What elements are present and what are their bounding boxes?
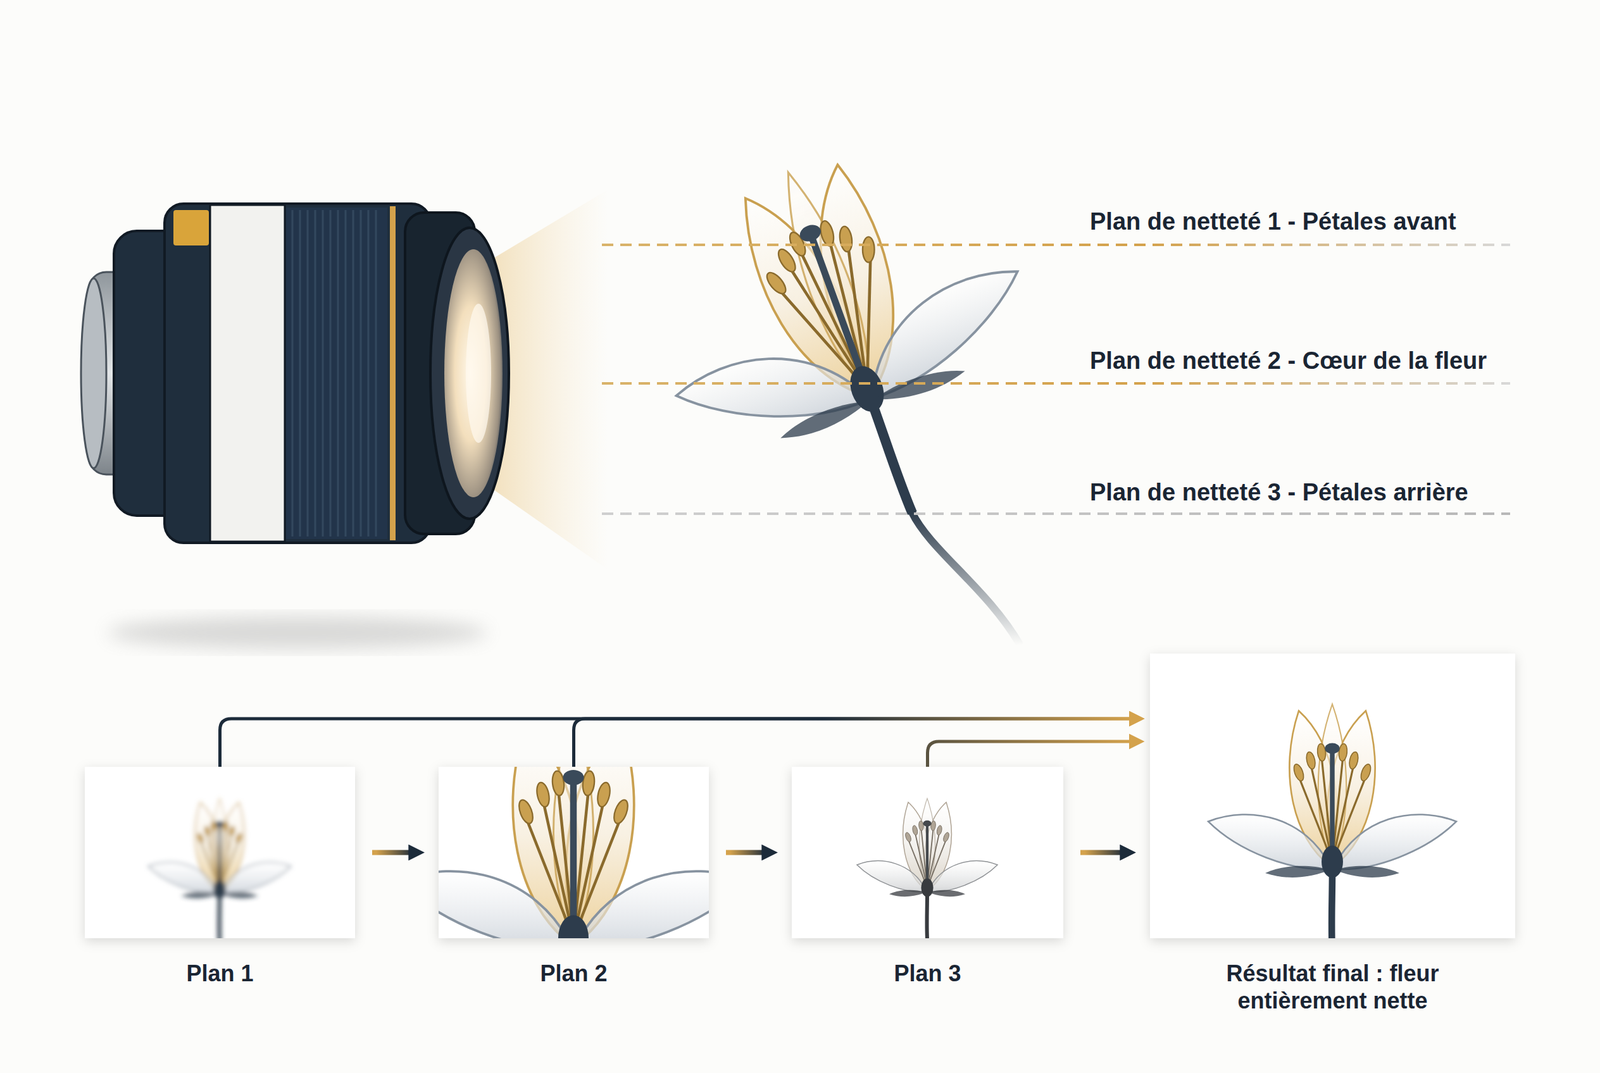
step-arrow (725, 850, 767, 856)
focus-plane-label: Plan de netteté 2 - Cœur de la fleur (1089, 346, 1487, 376)
camera-lens (389, 206, 396, 541)
focus-plane-line (601, 512, 1511, 516)
flower-illustration (617, 110, 1083, 576)
panel-caption: Plan 3 (791, 960, 1064, 988)
focus-plane-line (601, 243, 1511, 247)
focus-plane-label: Plan de netteté 1 - Pétales avant (1089, 207, 1457, 237)
panel-image (84, 653, 1516, 1067)
panel-frame (1150, 653, 1516, 939)
camera-lens (367, 210, 370, 537)
camera-lens (322, 210, 325, 537)
camera-lens (344, 210, 347, 537)
focus-plane-label: Plan de netteté 3 - Pétales arrière (1089, 478, 1469, 508)
merge-arrow (927, 741, 1135, 768)
panel-image (856, 798, 998, 939)
focus-plane-line (601, 382, 1511, 385)
camera-lens (375, 210, 378, 537)
camera-lens (81, 203, 509, 544)
panel-image (148, 798, 292, 939)
panel-image (856, 798, 998, 939)
camera-lens (173, 210, 209, 246)
step-arrow (1080, 850, 1125, 856)
camera-lens (292, 210, 376, 537)
camera-lens (329, 210, 332, 537)
panel-image (856, 798, 998, 939)
panel-caption: Résultat final : fleur entièrement nette (1174, 960, 1492, 1015)
camera-lens (81, 278, 107, 469)
focus-plane-line (601, 244, 1511, 514)
flower-illustration (912, 512, 1021, 646)
merge-arrow (220, 718, 1135, 768)
image-panel: Plan 1 (84, 767, 356, 988)
camera-lens (430, 227, 509, 519)
panel-frame (438, 767, 709, 939)
panel-image (1208, 704, 1457, 939)
camera-lens (337, 210, 340, 537)
camera-lens (210, 205, 285, 542)
camera-lens (291, 210, 294, 537)
camera-lens (306, 210, 309, 537)
panel-frame (84, 767, 356, 939)
camera-lens (465, 303, 492, 444)
panel-image (148, 798, 292, 939)
flower-illustration (617, 110, 1083, 576)
panel-image (438, 767, 709, 939)
camera-lens (352, 210, 355, 537)
camera-lens (299, 210, 302, 537)
flower-illustration (617, 110, 1083, 646)
camera-lens (444, 249, 503, 498)
camera-lens (360, 210, 363, 537)
panel-image (438, 767, 709, 939)
camera-lens (286, 207, 388, 540)
image-panel: Plan 3 (791, 767, 1064, 988)
camera-lens (164, 203, 431, 544)
image-panel: Résultat final : fleur entièrement nette (1150, 653, 1516, 1015)
panel-image (1208, 704, 1457, 939)
panel-frame (791, 767, 1064, 939)
step-arrow (372, 850, 414, 856)
image-panel: Plan 2 (438, 767, 709, 988)
lens-shadow (107, 616, 488, 650)
panel-image (791, 767, 1064, 939)
lens-shadow (107, 616, 488, 650)
merge-arrow (574, 718, 1135, 768)
camera-lens (314, 210, 317, 537)
panel-image (148, 798, 292, 939)
panel-caption: Plan 2 (438, 960, 709, 988)
panel-caption: Plan 1 (84, 960, 356, 988)
